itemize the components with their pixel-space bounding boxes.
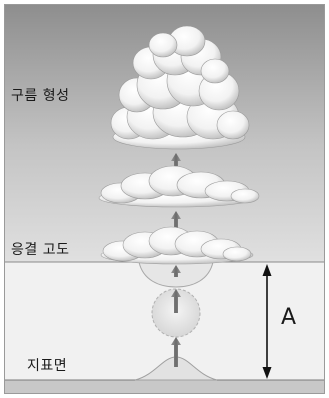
arrow-up-1 <box>171 337 181 367</box>
arrow-up-2 <box>171 289 181 313</box>
ground-strip <box>5 380 324 393</box>
label-cloud-formation: 구름 형성 <box>11 88 70 104</box>
label-ground-surface: 지표면 <box>27 358 68 374</box>
height-bracket <box>262 264 272 379</box>
cloud-middle <box>98 165 260 208</box>
diagram-canvas <box>5 5 324 393</box>
cloud-cumulus <box>110 25 250 150</box>
cloud-condensation-level <box>100 226 254 265</box>
diagram-frame: 구름 형성 응결 고도 지표면 A <box>4 4 325 394</box>
arrow-up-3 <box>171 265 181 277</box>
arrow-up-4 <box>171 211 181 237</box>
label-height-a: A <box>281 305 297 330</box>
label-condensation-level: 응결 고도 <box>11 242 70 258</box>
